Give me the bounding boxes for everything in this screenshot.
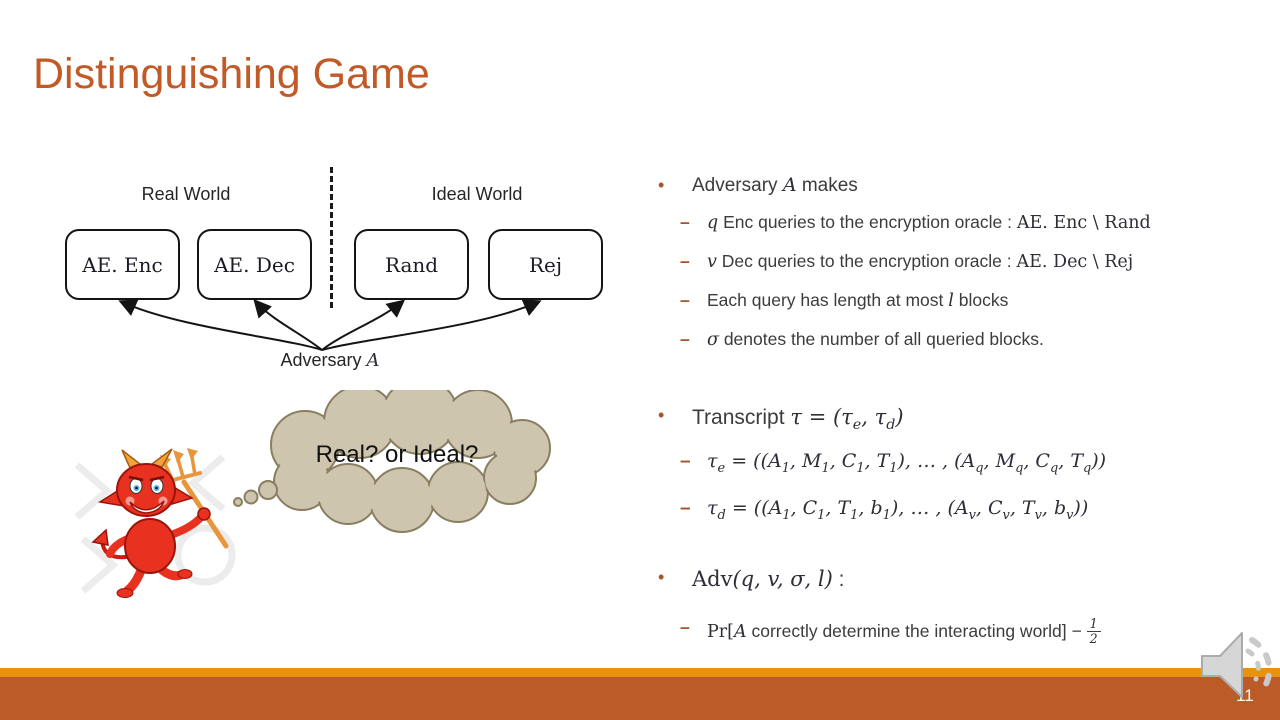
dash-icon: – xyxy=(680,251,690,271)
bullet-text: τe = ((A1, M1, C1, T1), … , (Aq, Mq, Cq,… xyxy=(707,450,1107,476)
sub-bullet-tau-e: – τe = ((A1, M1, C1, T1), … , (Aq, Mq, C… xyxy=(650,450,1280,477)
ideal-world-label: Ideal World xyxy=(431,184,523,204)
sub-bullet-sigma-blocks: – σ denotes the number of all queried bl… xyxy=(650,329,1280,352)
dash-icon: – xyxy=(680,617,690,637)
oracle-box-label: Rej xyxy=(528,252,563,277)
dash-icon: – xyxy=(680,212,690,232)
adversary-label: Adversary A xyxy=(280,350,380,371)
oracle-box-rej: Rej xyxy=(488,229,603,300)
adversary-query-arrows xyxy=(118,299,542,351)
dash-icon: – xyxy=(680,290,690,310)
bullet-text: Pr[A correctly determine the interacting… xyxy=(707,616,1101,646)
sub-bullet-probability: – Pr[A correctly determine the interacti… xyxy=(650,616,1280,647)
thought-bubble xyxy=(233,390,551,533)
footer-bar xyxy=(0,677,1280,720)
bullet-transcript: • Transcript τ = (τe, τd) xyxy=(650,404,1280,435)
sub-bullet-dec-queries: – v Dec queries to the encryption oracle… xyxy=(650,251,1280,274)
oracle-box-ae-enc: AE. Enc xyxy=(65,229,180,300)
bullet-adversary-makes: • Adversary A makes xyxy=(650,174,1280,198)
sub-bullet-tau-d: – τd = ((A1, C1, T1, b1), … , (Av, Cv, T… xyxy=(650,497,1280,524)
real-world-label: Real World xyxy=(141,184,231,204)
oracle-box-label: Rand xyxy=(384,252,439,277)
audio-speaker-icon[interactable] xyxy=(1182,620,1280,715)
bullet-text: τd = ((A1, C1, T1, b1), … , (Av, Cv, Tv,… xyxy=(707,497,1089,523)
page-title: Distinguishing Game xyxy=(33,50,430,98)
thought-bubble-text: Real? or Ideal? xyxy=(315,441,479,468)
oracle-box-ae-dec: AE. Dec xyxy=(197,229,312,300)
footer-accent-stripe xyxy=(0,668,1280,677)
bullet-text: Adv(q, v, σ, l) : xyxy=(692,567,845,591)
bullet-icon: • xyxy=(658,567,665,587)
dash-icon: – xyxy=(680,498,691,519)
bullet-text: Each query has length at most l blocks xyxy=(707,290,1009,311)
bullet-advantage: • Adv(q, v, σ, l) : xyxy=(650,566,1280,593)
real-ideal-divider-line xyxy=(330,167,333,308)
oracle-box-rand: Rand xyxy=(354,229,469,300)
sub-bullet-query-length: – Each query has length at most l blocks xyxy=(650,290,1280,313)
bullet-text: Adversary A makes xyxy=(692,174,858,196)
bullet-icon: • xyxy=(658,405,665,425)
dash-icon: – xyxy=(680,451,691,472)
sub-bullet-enc-queries: – q Enc queries to the encryption oracle… xyxy=(650,212,1280,235)
devil-clipart xyxy=(91,448,229,598)
bullet-text: Transcript τ = (τe, τd) xyxy=(692,405,904,434)
bullet-text: σ denotes the number of all queried bloc… xyxy=(707,329,1044,350)
bullet-text: q Enc queries to the encryption oracle :… xyxy=(707,212,1151,233)
dash-icon: – xyxy=(680,329,690,349)
bullet-text: v Dec queries to the encryption oracle :… xyxy=(707,251,1134,272)
background-watermark xyxy=(74,454,236,594)
bullet-icon: • xyxy=(658,175,665,195)
oracle-box-label: AE. Enc xyxy=(82,252,163,277)
oracle-box-label: AE. Dec xyxy=(214,252,295,277)
